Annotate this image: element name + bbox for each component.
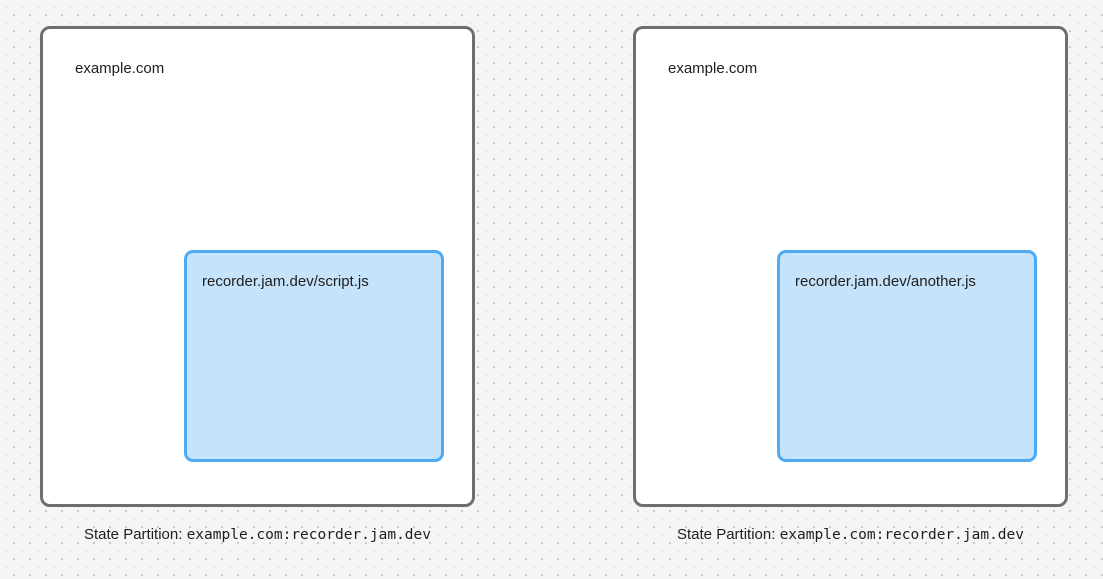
browser-window-right: example.com recorder.jam.dev/another.js <box>633 26 1068 507</box>
iframe-src-label: recorder.jam.dev/script.js <box>202 273 369 290</box>
iframe-src-label: recorder.jam.dev/another.js <box>795 273 976 290</box>
state-partition-caption-left: State Partition: example.com:recorder.ja… <box>40 525 475 545</box>
caption-prefix: State Partition: <box>84 526 187 543</box>
site-origin-label: example.com <box>668 60 758 77</box>
caption-prefix: State Partition: <box>677 526 780 543</box>
caption-partition-key: example.com:recorder.jam.dev <box>779 527 1024 543</box>
state-partition-caption-right: State Partition: example.com:recorder.ja… <box>633 525 1068 545</box>
iframe-box-left: recorder.jam.dev/script.js <box>184 250 444 462</box>
site-origin-label: example.com <box>75 60 165 77</box>
panel-right: example.com recorder.jam.dev/another.js … <box>633 26 1068 545</box>
iframe-box-right: recorder.jam.dev/another.js <box>777 250 1037 462</box>
caption-partition-key: example.com:recorder.jam.dev <box>186 527 431 543</box>
panel-left: example.com recorder.jam.dev/script.js S… <box>40 26 475 545</box>
browser-window-left: example.com recorder.jam.dev/script.js <box>40 26 475 507</box>
